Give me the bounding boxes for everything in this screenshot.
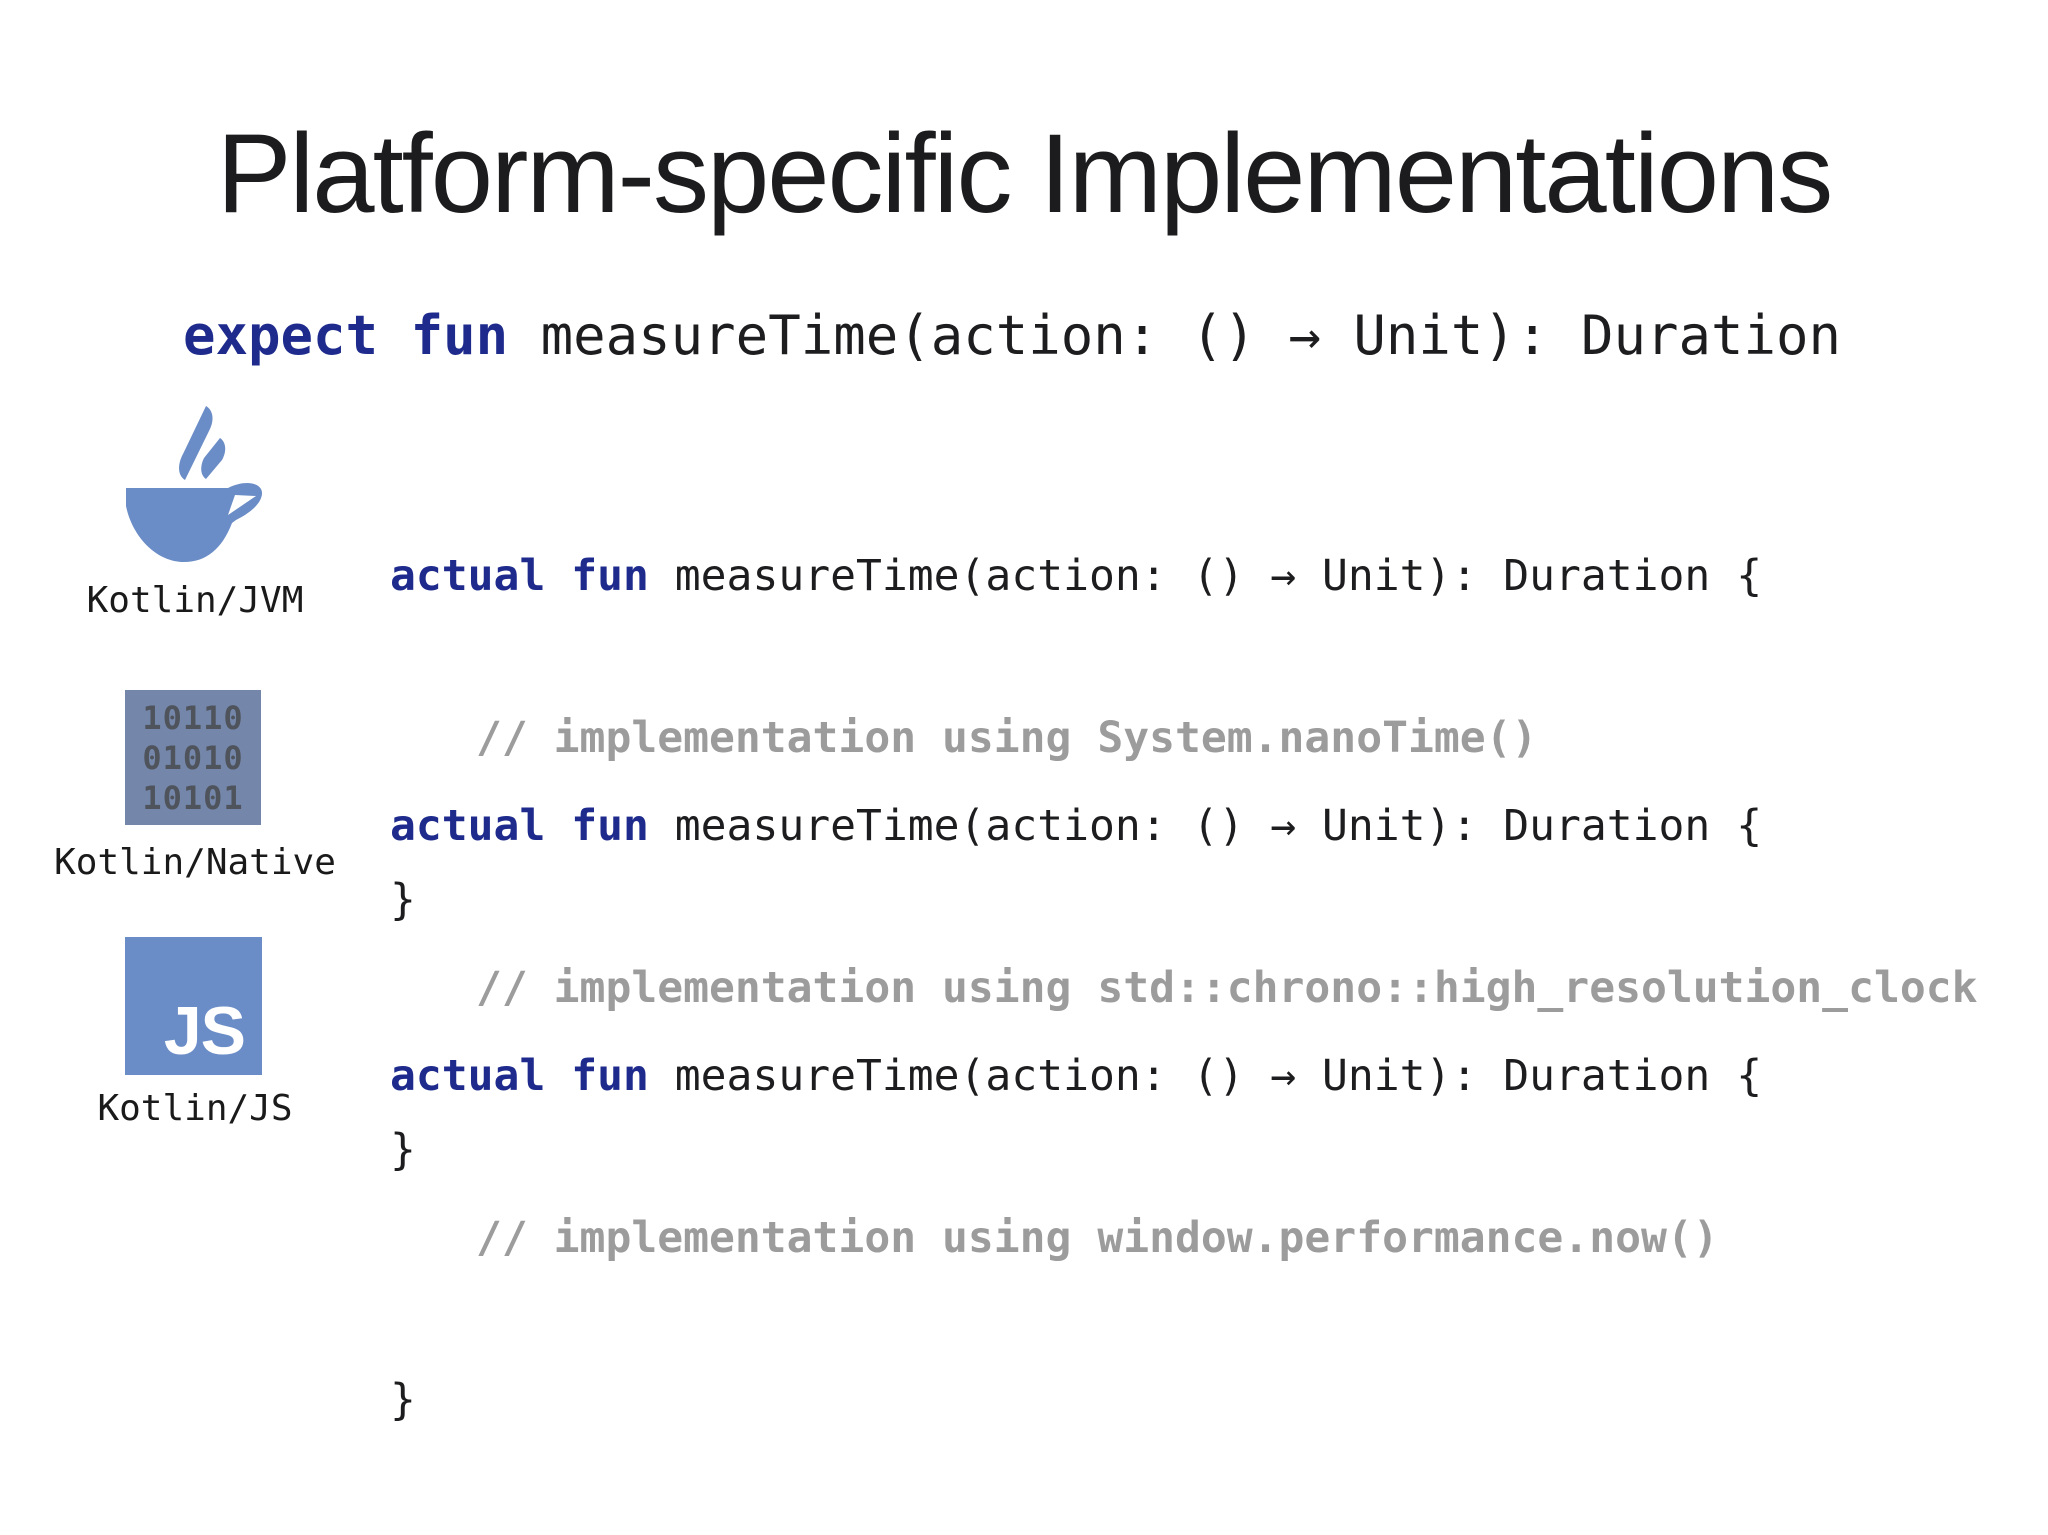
js-logo-text: JS: [163, 993, 246, 1069]
code-line-comment: // implementation using std::chrono::hig…: [476, 963, 1978, 1013]
code-line-comment: // implementation using window.performan…: [476, 1213, 1719, 1263]
platform-label-native: Kotlin/Native: [54, 842, 336, 883]
expect-declaration: expect fun measureTime(action: () → Unit…: [183, 303, 1841, 369]
code-block-native: actual fun measureTime(action: () → Unit…: [390, 691, 1978, 1285]
slide: Platform-specific Implementations expect…: [54, 111, 1977, 1426]
code-block-jvm: actual fun measureTime(action: () → Unit…: [390, 441, 1762, 1035]
code-line-close: }: [390, 1375, 416, 1425]
signature-text: measureTime(action: () → Unit): Duration…: [648, 1051, 1763, 1101]
binary-row: 01010: [142, 738, 244, 777]
signature-text: measureTime(action: () → Unit): Duration…: [648, 551, 1763, 601]
actual-keywords: actual fun: [390, 551, 649, 601]
binary-row: 10110: [142, 698, 244, 737]
steam-wisp-2: [201, 438, 226, 479]
platform-label-jvm: Kotlin/JVM: [86, 580, 304, 621]
code-line-signature: actual fun measureTime(action: () → Unit…: [390, 549, 1762, 603]
code-line-signature: actual fun measureTime(action: () → Unit…: [390, 799, 1978, 853]
binary-row: 10101: [142, 778, 244, 817]
cup-handle-hole: [228, 495, 256, 515]
expect-signature: measureTime(action: () → Unit): Duration: [508, 304, 1842, 367]
binary-code-icon: 10110 01010 10101: [125, 690, 261, 825]
steam-wisp-1: [179, 406, 213, 480]
cup-body: [126, 483, 263, 562]
code-line-comment: // implementation using System.nanoTime(…: [476, 713, 1538, 763]
coffee-cup-icon: [126, 406, 263, 562]
signature-text: measureTime(action: () → Unit): Duration…: [648, 801, 1763, 851]
actual-keywords: actual fun: [390, 801, 649, 851]
expect-keywords: expect fun: [183, 304, 509, 367]
js-logo-icon: JS: [125, 937, 262, 1075]
code-line-signature: actual fun measureTime(action: () → Unit…: [390, 1049, 1762, 1103]
actual-keywords: actual fun: [390, 1051, 649, 1101]
platform-label-js: Kotlin/JS: [97, 1088, 293, 1129]
page-title: Platform-specific Implementations: [216, 111, 1834, 236]
code-line-close: }: [390, 875, 416, 925]
code-block-js: actual fun measureTime(action: () → Unit…: [390, 941, 1762, 1535]
